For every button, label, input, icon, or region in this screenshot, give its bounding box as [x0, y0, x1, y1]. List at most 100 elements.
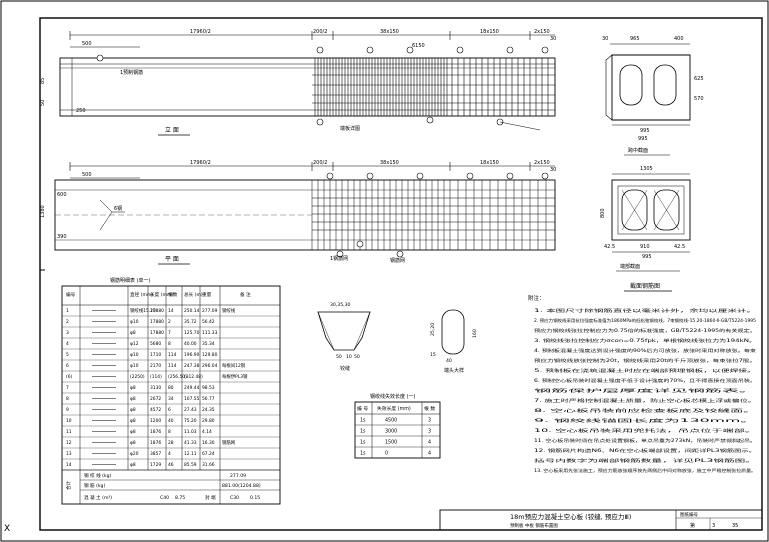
elev-caption: 立 面 — [165, 126, 179, 134]
plan-note-a: 1钢筋网 — [330, 255, 348, 262]
rebar-cell: 1200 — [150, 418, 161, 424]
note-line: 3. 钢绞线张拉控制应力σcon=0.75fpk，单根钢绞线张拉力为194kN。 — [534, 337, 756, 343]
rebar-cell: 14 — [168, 308, 174, 314]
rebar-cell: 2170 — [150, 363, 161, 369]
rebar-cell: 98.53 — [202, 385, 215, 391]
rebar-cell: 40.00 — [184, 341, 197, 347]
rebar-cell: φ8 — [130, 330, 136, 336]
plan-dim-30: 30 — [550, 167, 556, 173]
rebar-cell: (6) — [66, 374, 73, 380]
rebar-cell: 85.59 — [184, 462, 197, 468]
detail-b-dim-right: 160 — [472, 329, 478, 338]
rebar-cell: 40 — [168, 418, 174, 424]
small-head-2: 根 数 — [424, 405, 435, 412]
general-notes: 附注： 1. 本图尺寸除钢筋直径以毫米计外，余均以厘米计。2. 预应力钢绞线采用… — [528, 294, 756, 473]
rebar-head-total: 总长 (m) — [184, 291, 203, 298]
sec-dim-425b: 42.5 — [674, 244, 685, 250]
title-right-label: 图纸编号 — [680, 511, 698, 518]
elev-tag-6150: 6150 — [412, 43, 425, 49]
rebar-cell: 9 — [66, 407, 69, 413]
rebar-cell: 6 — [66, 363, 69, 369]
rebar-cell: 41.33 — [184, 440, 197, 446]
elev-left-dim-1: 85 — [40, 78, 46, 84]
rebar-cell: 35.34 — [202, 341, 215, 347]
rebar-cell: 2672 — [150, 396, 161, 402]
sec-dim-400: 400 — [674, 36, 684, 42]
rebar-foot-1-left: 钢 绞 线 (kg) — [84, 472, 112, 479]
small-cell: 1s — [360, 440, 366, 446]
elev-dim-250: 250 — [76, 108, 86, 114]
rebar-cell: 125.70 — [184, 330, 200, 336]
rebar-cell: 8 — [168, 341, 171, 347]
rebar-cell: (256.50) — [168, 374, 187, 380]
rebar-cell: 196.90 — [184, 352, 200, 358]
note-line: 8. 空心板吊装前应检查板底及铰缝面。 — [534, 407, 756, 413]
rebar-cell: 7 — [66, 385, 69, 391]
note-line: 11. 空心板吊装时须在吊点处设置钢板，单点吊重为273kN，吊装时严禁倾斜起吊… — [534, 437, 756, 443]
rebar-cell: (114) — [150, 374, 162, 380]
small-table-title: 钢绞线失效长度 (一) — [370, 393, 416, 400]
rebar-cell: 35.72 — [184, 319, 197, 325]
note-line: 括号内数字为端部钢筋数量，详见PL3钢筋图。 — [534, 457, 756, 463]
detail-b-dim-40: 40 — [446, 358, 452, 364]
small-cell: 1s — [360, 418, 366, 424]
small-head-0: 编 号 — [357, 405, 368, 412]
rebar-cell: 2 — [168, 319, 171, 325]
rebar-side-label: 合计 — [65, 480, 72, 490]
rebar-cell: 249.44 — [184, 385, 200, 391]
title-main: 18m预应力混凝土空心板 (铰缝, 预应力Ⅲ) — [510, 512, 631, 521]
elev-left-dim-2: 50 — [40, 100, 46, 106]
rebar-cell: 46 — [168, 462, 174, 468]
rebar-cell: 8 — [66, 396, 69, 402]
rebar-cell: 17880 — [150, 319, 164, 325]
rebar-cell: 14 — [66, 462, 72, 468]
plan-left-dim-2: 600 — [57, 192, 67, 198]
sec-title-bot: 端部截面 — [620, 263, 640, 270]
plan-dim-500: 500 — [82, 172, 92, 178]
title-page-label: 第 — [690, 522, 695, 529]
note-line: 6. 预制空心板吊装时混凝土强度不低于设计强度的70%，且不得直接在顶面吊装。 — [534, 377, 756, 383]
sec-dim-965: 965 — [630, 36, 640, 42]
elev-dim-38x150: 38x150 — [380, 29, 399, 35]
small-cell: 3 — [428, 429, 431, 435]
note-line: 9. 钢绞线锚固长度为130mm。 — [534, 417, 756, 423]
rebar-cell: φ12 — [130, 341, 139, 347]
rebar-cell: 2 — [66, 319, 69, 325]
rebar-cell: 129.80 — [202, 352, 218, 358]
rebar-cell: 34 — [168, 396, 174, 402]
rebar-foot-2-right: 881.00(1204.88) — [222, 483, 261, 489]
rebar-cell: 3857 — [150, 451, 161, 457]
rebar-cell: 5 — [66, 352, 69, 358]
rebar-cell: 114 — [168, 363, 177, 369]
rebar-cell: 1729 — [150, 462, 161, 468]
rebar-cell: φ8 — [130, 440, 136, 446]
rebar-head-weight: 重量 — [202, 291, 212, 298]
elev-dim-half: 17960/2 — [190, 29, 211, 35]
rebar-cell: 11 — [66, 429, 72, 435]
title-page-no: 3 — [712, 523, 715, 529]
rebar-cell: 4.14 — [202, 429, 212, 435]
rebar-cell: 12.11 — [184, 451, 197, 457]
title-page-total: 35 — [732, 523, 738, 529]
rebar-cell: 28 — [168, 440, 174, 446]
rebar-cell: φ8 — [130, 396, 136, 402]
sec-dim-995-top: 995 — [640, 128, 650, 134]
rebar-cell: 钢绞线 — [222, 307, 236, 314]
plan-left-dim-3: 390 — [57, 234, 67, 240]
title-sub: 预制板 中板 钢筋布置图 — [510, 522, 558, 529]
rebar-cell: 296.04 — [202, 363, 218, 369]
rebar-cell: 每根间12钢 — [222, 362, 246, 369]
rebar-cell: 17880 — [150, 308, 164, 314]
rebar-foot-3-c: 封 端 — [205, 494, 216, 501]
note-line: 12. 钢筋网片构造N6、N6在空心板端部设置，间距详PL3钢筋图示。 — [534, 447, 756, 453]
small-cell: 0 — [385, 451, 388, 457]
plan-dim-2x150: 2x150 — [534, 160, 550, 166]
small-cell: 1s — [360, 451, 366, 457]
rebar-cell: 3130 — [150, 385, 161, 391]
detail-b-dims-2: 15 — [430, 352, 436, 358]
rebar-cell: 1 — [66, 308, 69, 314]
rebar-cell: φ8 — [130, 418, 136, 424]
rebar-cell: 4 — [66, 341, 69, 347]
note-line: 10. 空心板吊装采用兜托法，吊点位于端部。 — [534, 427, 756, 433]
